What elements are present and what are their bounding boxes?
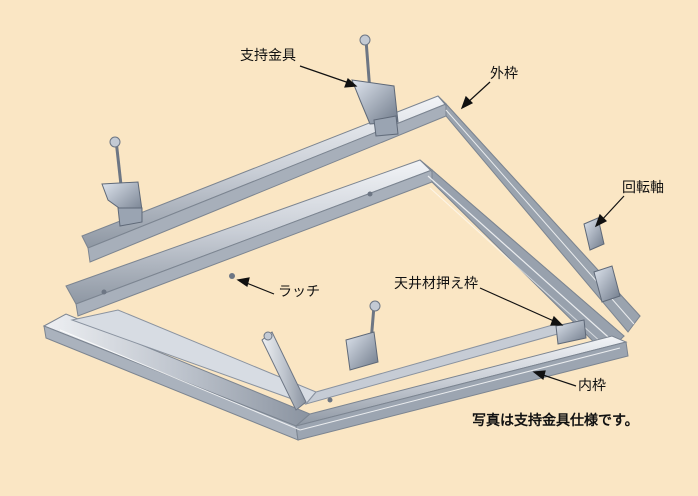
photo-caption: 写真は支持金具仕様です。	[472, 413, 639, 429]
support-bracket-front	[345, 300, 381, 371]
label-support-bracket: 支持金具	[240, 48, 296, 64]
label-inner-frame: 内枠	[578, 378, 606, 394]
holder-clip	[555, 319, 587, 345]
rotation-shaft-bracket	[583, 217, 621, 303]
label-outer-frame: 外枠	[490, 66, 518, 82]
label-latch: ラッチ	[278, 284, 320, 300]
label-ceiling-holder: 天井材押え枠	[394, 276, 478, 292]
ceiling-holder-frame	[42, 309, 629, 441]
rivets	[101, 191, 373, 403]
label-rotation-shaft: 回転軸	[622, 180, 664, 196]
inner-frame	[65, 159, 625, 355]
leader-lines	[236, 65, 625, 387]
latch-arm	[261, 331, 307, 411]
outer-frame	[81, 95, 641, 333]
support-bracket-left	[101, 136, 143, 227]
support-bracket-rear	[351, 34, 399, 137]
